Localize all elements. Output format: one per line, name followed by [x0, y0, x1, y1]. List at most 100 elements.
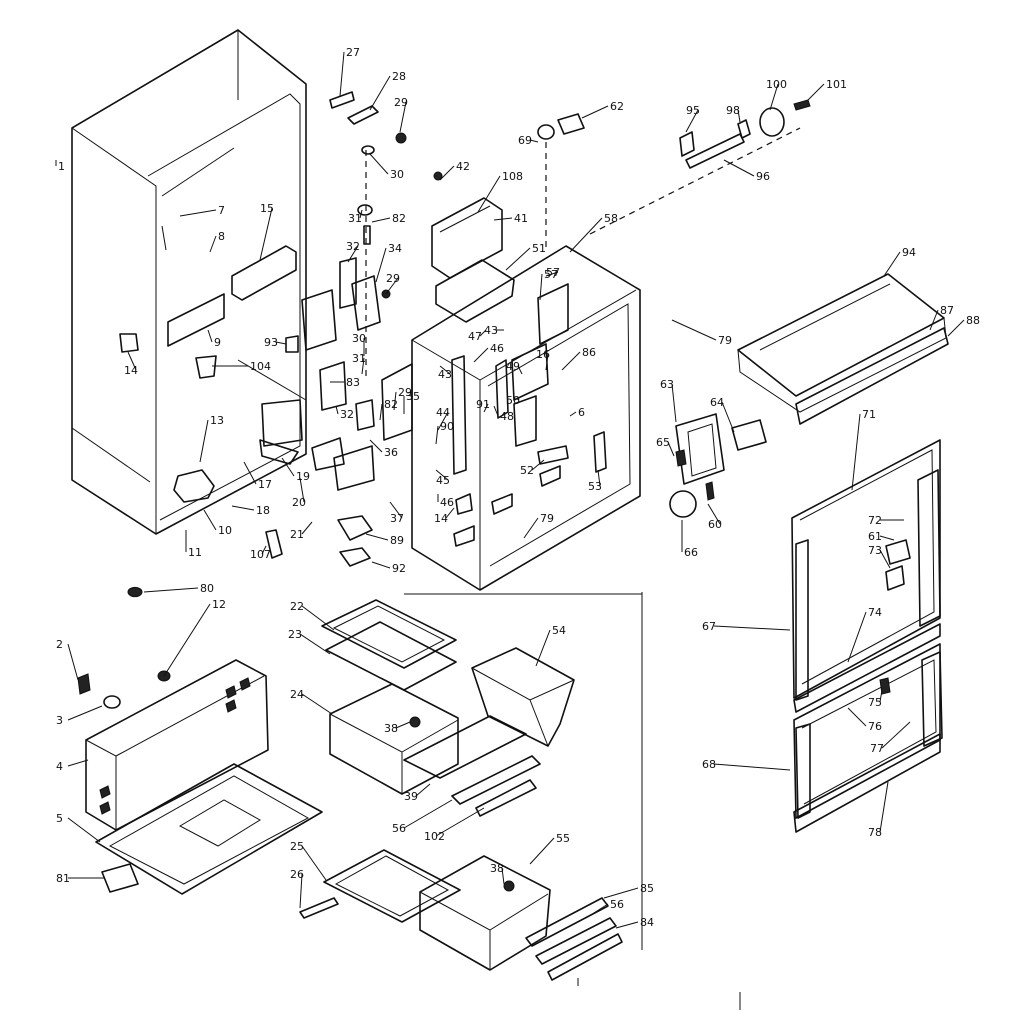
- callout-label-61: 61: [868, 530, 882, 543]
- callout-leader-17: [243, 461, 257, 485]
- callout-label-20: 20: [292, 496, 306, 509]
- callout-label-62: 62: [610, 100, 624, 113]
- freezer-liner: [381, 245, 641, 591]
- callout-leader-93: [275, 341, 287, 345]
- drawer-slides-upper: [451, 755, 541, 817]
- callout-leader-38: [501, 867, 505, 885]
- callout-leader-38: [395, 721, 411, 729]
- callout-leader-86: [561, 351, 581, 371]
- callout-label-3: 3: [56, 714, 63, 727]
- callout-label-71: 71: [862, 408, 876, 421]
- callout-leader-58: [569, 217, 603, 253]
- callout-leader-71: [851, 413, 861, 491]
- callout-label-93: 93: [264, 336, 278, 349]
- callout-label-96: 96: [756, 170, 770, 183]
- callout-leader-94: [883, 251, 901, 277]
- callout-label-38: 38: [384, 722, 398, 735]
- callout-label-88: 88: [966, 314, 980, 327]
- callout-leader-14: [127, 351, 137, 371]
- callout-leader-29: [385, 277, 399, 295]
- callout-leader-55: [529, 837, 555, 865]
- callout-label-82: 82: [384, 398, 398, 411]
- callout-label-85: 85: [640, 882, 654, 895]
- callout-label-14: 14: [434, 512, 448, 525]
- callout-label-64: 64: [710, 396, 724, 409]
- callout-leader-61: [879, 535, 895, 541]
- callout-label-30: 30: [390, 168, 404, 181]
- callout-label-12: 12: [212, 598, 226, 611]
- callout-leader-80: [143, 587, 199, 593]
- callout-label-6: 6: [578, 406, 585, 419]
- callout-label-23: 23: [288, 628, 302, 641]
- callout-leader-21: [301, 521, 313, 535]
- callout-leader-39: [415, 783, 431, 797]
- callout-leader-46: [473, 347, 489, 363]
- callout-label-22: 22: [290, 600, 304, 613]
- callout-label-8: 8: [218, 230, 225, 243]
- crisper-drawer-lower: [419, 855, 551, 971]
- callout-leader-10: [203, 509, 217, 531]
- callout-label-56: 56: [392, 822, 406, 835]
- control-panel-housing: [737, 273, 949, 425]
- callout-label-76: 76: [868, 720, 882, 733]
- callout-label-31: 31: [352, 352, 366, 365]
- callout-label-39: 39: [404, 790, 418, 803]
- callout-label-108: 108: [502, 170, 523, 183]
- callout-leader-75: [879, 689, 883, 703]
- fan-motor-parts: [537, 99, 811, 250]
- callout-label-24: 24: [290, 688, 304, 701]
- callout-label-53: 53: [588, 480, 602, 493]
- callout-leader-82: [379, 403, 383, 421]
- drawer-slides-lower: [525, 897, 623, 981]
- callout-leader-16: [545, 353, 549, 371]
- callout-label-15: 15: [260, 202, 274, 215]
- callout-label-102: 102: [424, 830, 445, 843]
- callout-leader-25: [301, 845, 327, 881]
- callout-label-51: 51: [532, 242, 546, 255]
- callout-leader-79: [671, 319, 717, 341]
- callout-leader-48: [493, 405, 499, 417]
- callout-leader-65: [667, 441, 675, 457]
- utility-bin: [471, 647, 575, 747]
- callout-label-83: 83: [346, 376, 360, 389]
- callout-label-9: 9: [214, 336, 221, 349]
- callout-label-63: 63: [660, 378, 674, 391]
- callout-label-29: 29: [398, 386, 412, 399]
- callout-leader-43: [439, 365, 451, 375]
- callout-label-29: 29: [386, 272, 400, 285]
- callout-label-81: 81: [56, 872, 70, 885]
- callout-label-80: 80: [200, 582, 214, 595]
- callout-label-2: 2: [56, 638, 63, 651]
- callout-leader-44: [437, 411, 449, 431]
- callout-leader-91: [483, 403, 489, 413]
- callout-leader-96: [723, 159, 755, 177]
- callout-label-54: 54: [552, 624, 566, 637]
- callout-leader-77: [881, 721, 911, 749]
- drain-pan: [95, 763, 323, 895]
- callout-label-73: 73: [868, 544, 882, 557]
- callout-label-32: 32: [340, 408, 354, 421]
- callout-leader-53: [597, 469, 601, 487]
- callout-label-75: 75: [868, 696, 882, 709]
- callout-label-5: 5: [56, 812, 63, 825]
- callout-leader-9: [207, 329, 213, 343]
- callout-leader-42: [439, 165, 455, 181]
- callout-leader-76: [847, 707, 867, 727]
- callout-label-60: 60: [708, 518, 722, 531]
- callout-leader-26: [299, 873, 303, 909]
- evaporator-assembly: [431, 171, 515, 323]
- callout-label-21: 21: [290, 528, 304, 541]
- callout-label-91: 91: [476, 398, 490, 411]
- callout-leader-85: [603, 887, 639, 899]
- section-lines: [404, 592, 741, 1010]
- callout-leader-2: [67, 643, 79, 681]
- callout-leader-101: [807, 83, 825, 101]
- callout-leader-107: [261, 545, 267, 555]
- callout-leader-95: [685, 109, 699, 133]
- callout-label-89: 89: [390, 534, 404, 547]
- callout-label-56: 56: [610, 898, 624, 911]
- crisper-drawer-upper: [329, 683, 527, 795]
- kick-plate: [85, 659, 269, 831]
- callout-label-7: 7: [218, 204, 225, 217]
